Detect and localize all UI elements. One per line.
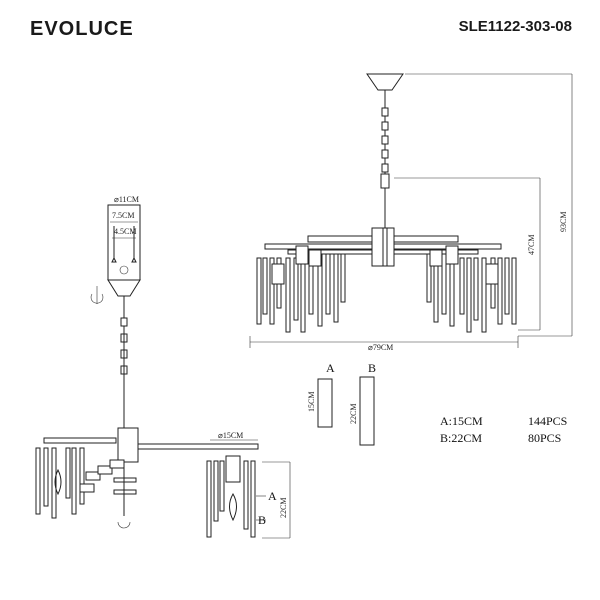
canopy-diameter-label: ⌀11CM [114, 195, 139, 204]
bulb-icon [54, 468, 62, 496]
model-number: SLE1122-303-08 [458, 18, 572, 35]
crystal-a-count: 144PCS [528, 414, 567, 428]
light-cup [485, 263, 499, 285]
screw-icon [119, 265, 129, 275]
crystal-a-legend: A:15CM [440, 414, 483, 428]
rod-b-callout: B [258, 513, 266, 527]
canopy-detail: ⌀11CM 7.5CM 4.5CM [90, 195, 141, 318]
crystal-b-legend: B:22CM [440, 431, 482, 445]
crystal-b-count: 80PCS [528, 431, 561, 445]
canopy-inner-1-label: 7.5CM [112, 211, 134, 220]
rotate-icon [117, 521, 131, 529]
assembly-detail [35, 317, 259, 529]
main-chandelier [256, 73, 517, 333]
detail-height-label: 22CM [279, 498, 288, 518]
canopy-inner-2-label: 4.5CM [114, 227, 136, 236]
body-height-label: 47CM [527, 235, 536, 255]
total-height-label: 93CM [559, 212, 568, 232]
light-cup [308, 249, 322, 267]
crystal-rods [256, 253, 517, 333]
crystal-a-letter: A [326, 361, 335, 375]
chain [380, 90, 390, 189]
crystal-b-letter: B [368, 361, 376, 375]
light-cup [429, 249, 443, 267]
crystal-b-shape [359, 376, 375, 446]
bulb-icon [229, 493, 237, 522]
crystal-a-size-label: 15CM [307, 392, 316, 412]
rod-a-callout: A [268, 489, 277, 503]
cup-diameter-label: ⌀15CM [218, 431, 243, 440]
light-cup [271, 263, 285, 285]
brand-logo: EVOLUCE [30, 18, 134, 40]
crystal-legend: A B 15CM 22CM A:15CM 144PCS B:22CM 80PCS [307, 361, 567, 446]
cup-detail: ⌀15CM A B 22CM [206, 431, 291, 539]
crystal-a-shape [317, 378, 333, 428]
light-cup [295, 245, 309, 265]
dimension-lines [249, 73, 573, 348]
crystal-b-size-label: 22CM [349, 404, 358, 424]
diameter-label: ⌀79CM [368, 343, 393, 352]
canopy [366, 73, 404, 91]
light-cup [445, 245, 459, 265]
